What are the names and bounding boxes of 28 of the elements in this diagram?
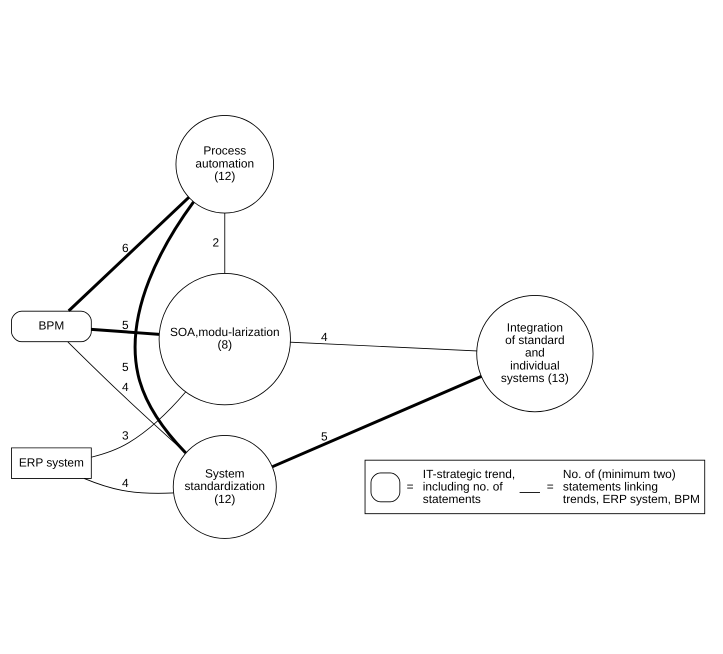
node-circle: Integration of standard and individual systems (13): [476, 295, 594, 412]
label: =: [406, 479, 414, 494]
edge-label: 5: [320, 429, 328, 444]
node-circle: Process automation (12): [176, 114, 274, 214]
edge-label: 5: [122, 360, 129, 374]
connector: [84, 478, 174, 494]
node-box: BPM: [11, 310, 92, 342]
edge-label: 4: [122, 476, 129, 490]
connector: [272, 375, 482, 468]
legend-label: No. of (minimum two) statements linking trends, ERP system, BPM: [562, 466, 700, 506]
connector: [68, 196, 190, 312]
edge-label: 2: [212, 235, 220, 250]
edge-label: 6: [122, 240, 129, 255]
connector: [91, 328, 160, 336]
connector: [290, 342, 478, 352]
edge-label: 3: [122, 428, 129, 443]
legend-label: IT-strategic trend, including no. of statements: [422, 466, 516, 506]
edge-label: 5: [122, 318, 129, 332]
connector: [134, 201, 195, 454]
connector: [67, 342, 186, 454]
label: =: [546, 479, 554, 494]
edge-label: 4: [320, 330, 328, 344]
node-circle: SOA,modu-larization (8): [158, 273, 291, 406]
node-circle: System standardization (12): [172, 434, 277, 539]
node-box: ERP system: [11, 447, 92, 479]
connector: [91, 392, 186, 458]
edge-label: 4: [122, 380, 129, 394]
connector: [224, 212, 226, 274]
